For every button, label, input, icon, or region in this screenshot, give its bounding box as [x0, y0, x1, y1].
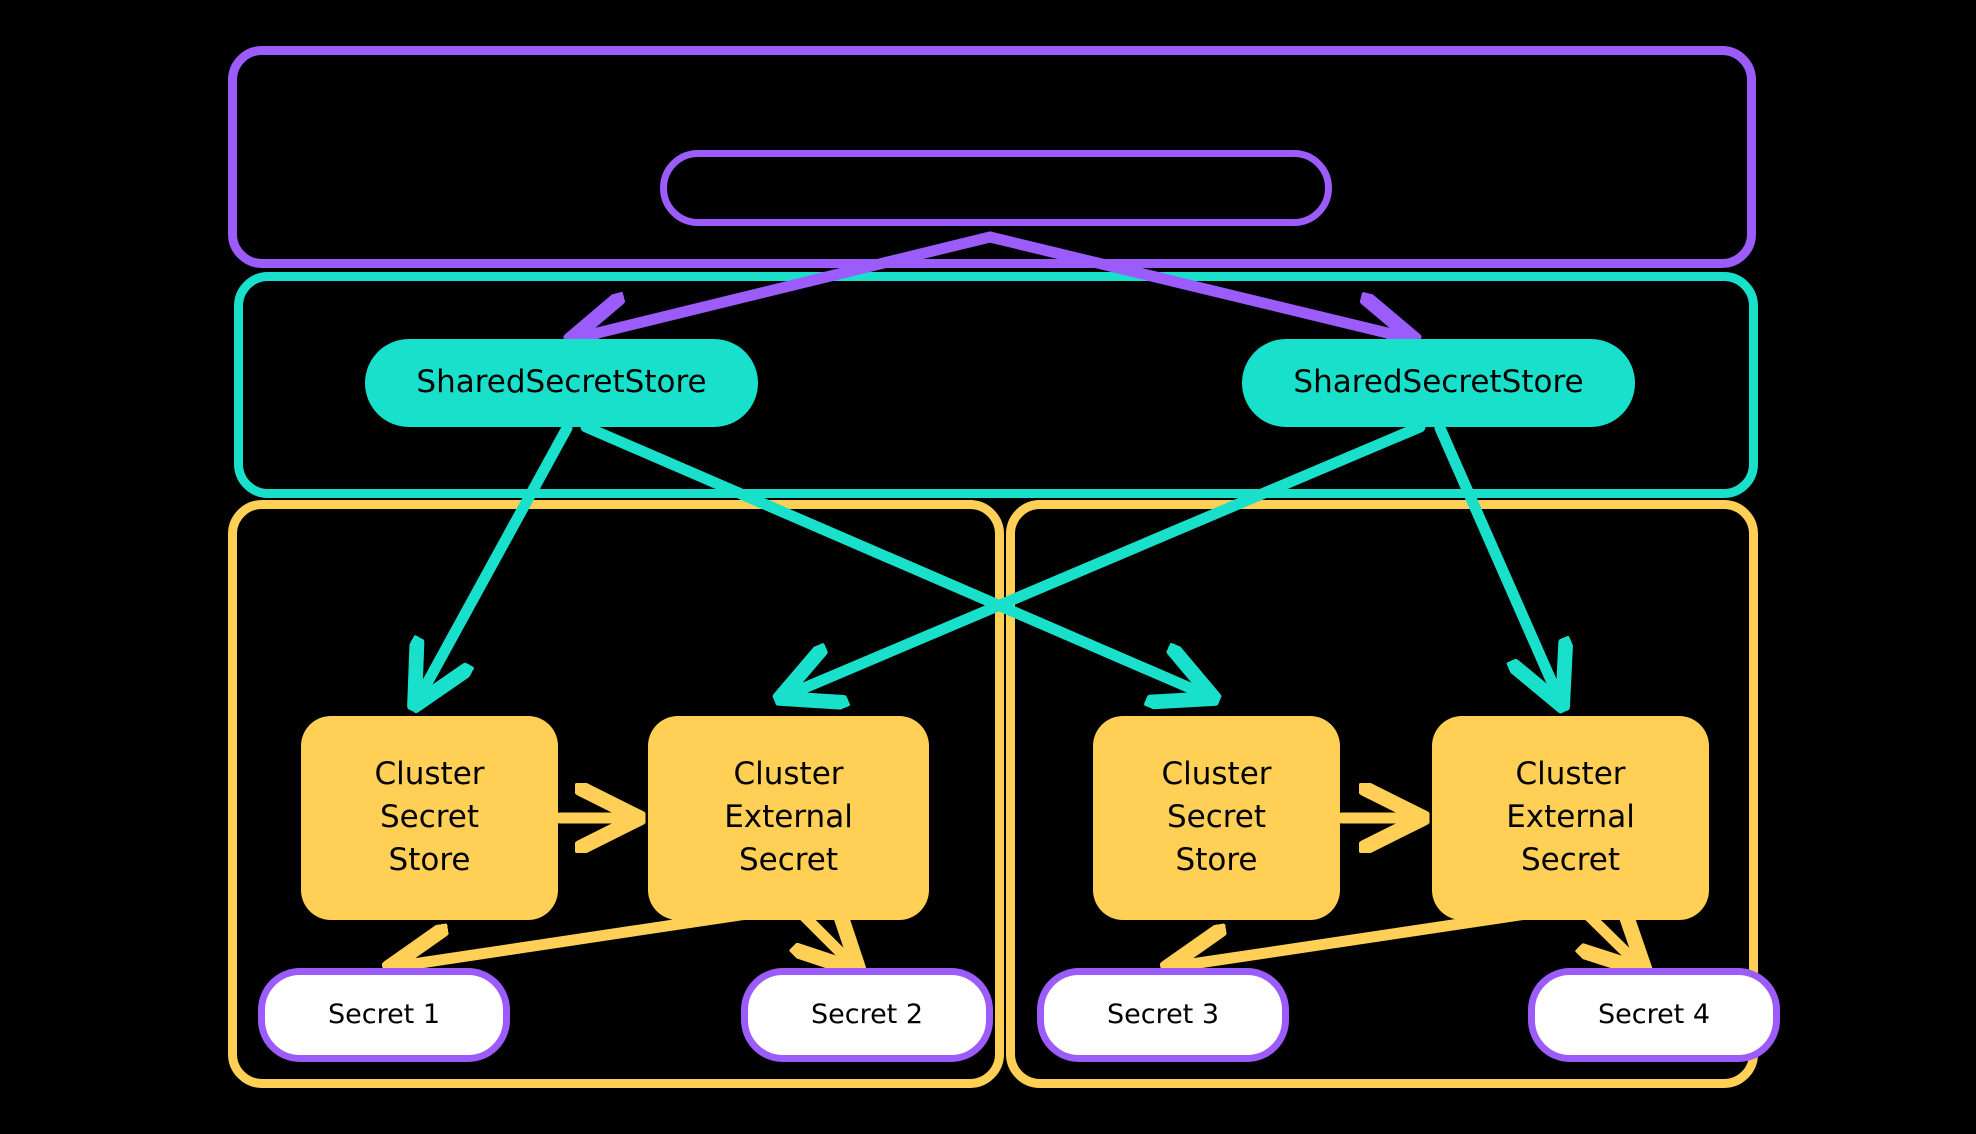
node-line: Secret	[1166, 799, 1267, 836]
node-secret-2[interactable]: Secret 2	[741, 968, 993, 1062]
node-shared-secret-store-left[interactable]: SharedSecretStore	[365, 339, 758, 427]
node-line: Store	[1175, 841, 1258, 878]
node-line: Cluster	[374, 756, 485, 793]
node-line: Secret	[738, 841, 839, 878]
purple-inner-pill[interactable]	[660, 150, 1332, 226]
node-cluster-external-secret-right[interactable]: Cluster External Secret	[1432, 716, 1709, 920]
node-shared-secret-store-right[interactable]: SharedSecretStore	[1242, 339, 1635, 427]
node-line: External	[1506, 799, 1635, 836]
node-cluster-external-secret-left[interactable]: Cluster External Secret	[648, 716, 929, 920]
node-line: External	[724, 799, 853, 836]
node-cluster-secret-store-left[interactable]: Cluster Secret Store	[301, 716, 558, 920]
node-line: Cluster	[1161, 756, 1272, 793]
node-line: Secret	[1520, 841, 1621, 878]
node-secret-1[interactable]: Secret 1	[258, 968, 510, 1062]
node-cluster-secret-store-right[interactable]: Cluster Secret Store	[1093, 716, 1340, 920]
node-line: Cluster	[733, 756, 844, 793]
node-line: Cluster	[1515, 756, 1626, 793]
node-secret-4[interactable]: Secret 4	[1528, 968, 1780, 1062]
node-secret-3[interactable]: Secret 3	[1037, 968, 1289, 1062]
node-line: Secret	[379, 799, 480, 836]
node-line: Store	[388, 841, 471, 878]
